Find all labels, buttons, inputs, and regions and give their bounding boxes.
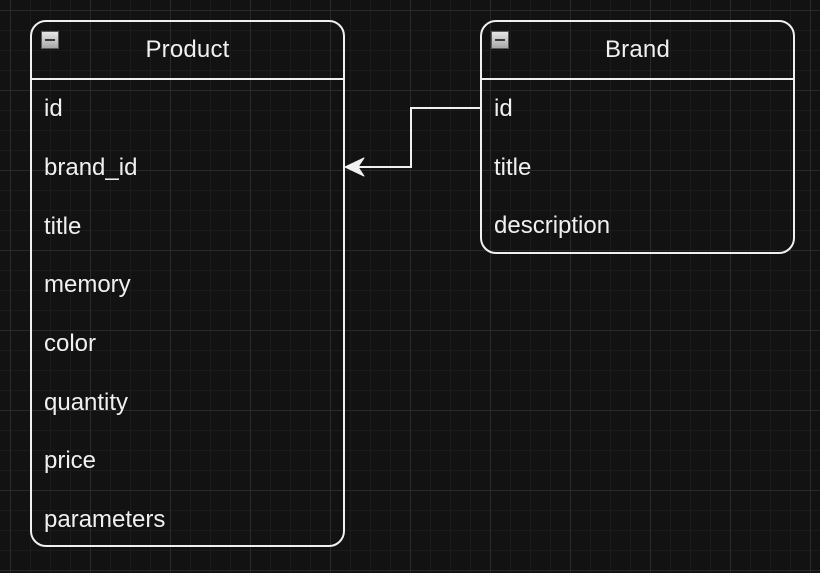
product-field-memory[interactable]: memory bbox=[44, 271, 131, 299]
collapse-icon[interactable] bbox=[491, 31, 509, 49]
collapse-icon[interactable] bbox=[41, 31, 59, 49]
arrowhead-icon bbox=[344, 157, 365, 177]
relation-line[interactable] bbox=[356, 107, 480, 168]
entity-brand-header[interactable]: Brand bbox=[482, 22, 793, 80]
product-field-brand-id[interactable]: brand_id bbox=[44, 154, 138, 182]
entity-product-header[interactable]: Product bbox=[32, 22, 343, 80]
entity-product[interactable]: Product id brand_id title memory color q… bbox=[30, 20, 345, 547]
product-field-title[interactable]: title bbox=[44, 212, 82, 240]
product-field-id[interactable]: id bbox=[44, 95, 63, 123]
product-field-parameters[interactable]: parameters bbox=[44, 506, 166, 534]
product-field-price[interactable]: price bbox=[44, 447, 97, 475]
entity-brand[interactable]: Brand id title description bbox=[480, 20, 795, 254]
entity-product-title: Product bbox=[145, 36, 230, 63]
product-field-quantity[interactable]: quantity bbox=[44, 388, 129, 416]
brand-field-title[interactable]: title bbox=[494, 153, 532, 181]
brand-field-description[interactable]: description bbox=[494, 212, 611, 240]
entity-brand-title: Brand bbox=[604, 36, 671, 63]
product-field-color[interactable]: color bbox=[44, 330, 97, 358]
brand-field-id[interactable]: id bbox=[494, 95, 513, 123]
